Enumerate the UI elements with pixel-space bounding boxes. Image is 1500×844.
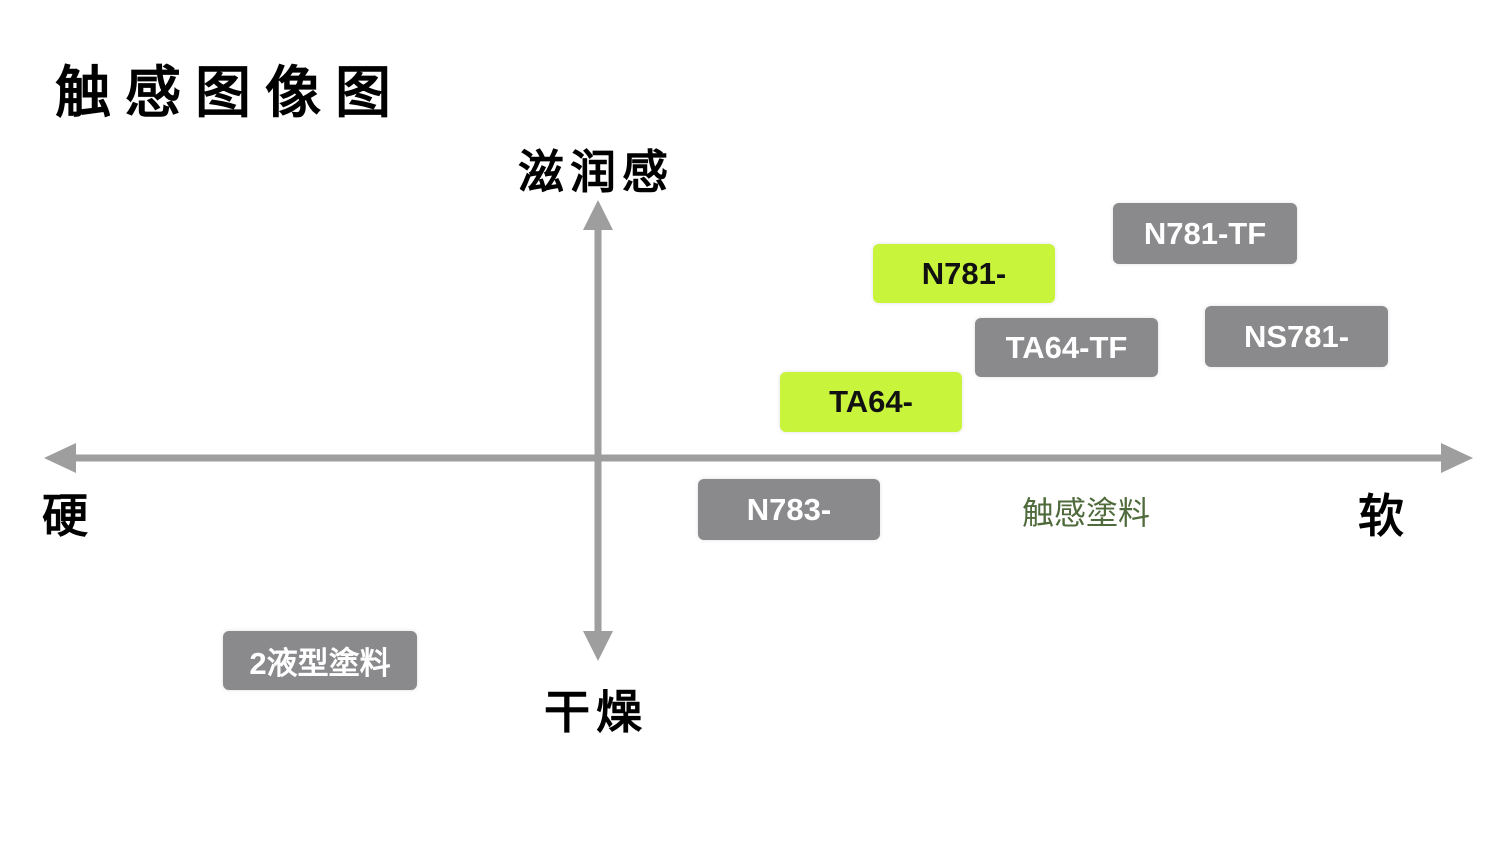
product-n781: N781-	[873, 244, 1055, 303]
arrow-right-icon	[1441, 443, 1473, 473]
annotation-tactile-coating: 触感塗料	[1022, 494, 1151, 532]
diagram-title: 触感图像图	[55, 61, 405, 126]
arrow-up-icon	[583, 200, 613, 230]
arrow-left-icon	[44, 443, 76, 473]
axis-label-right: 软	[1358, 489, 1410, 543]
product-n783: N783-	[698, 479, 880, 540]
product-ns781: NS781-	[1205, 306, 1388, 367]
axis-label-left: 硬	[42, 489, 94, 543]
product-ta64-tf: TA64-TF	[975, 318, 1158, 377]
product-two-component-coating: 2液型塗料	[223, 631, 417, 690]
arrow-down-icon	[583, 631, 613, 661]
axis-label-top: 滋润感	[518, 145, 674, 199]
product-ta64: TA64-	[780, 372, 962, 432]
product-n781-tf: N781-TF	[1113, 203, 1297, 264]
axis-label-bottom: 干燥	[544, 685, 648, 739]
